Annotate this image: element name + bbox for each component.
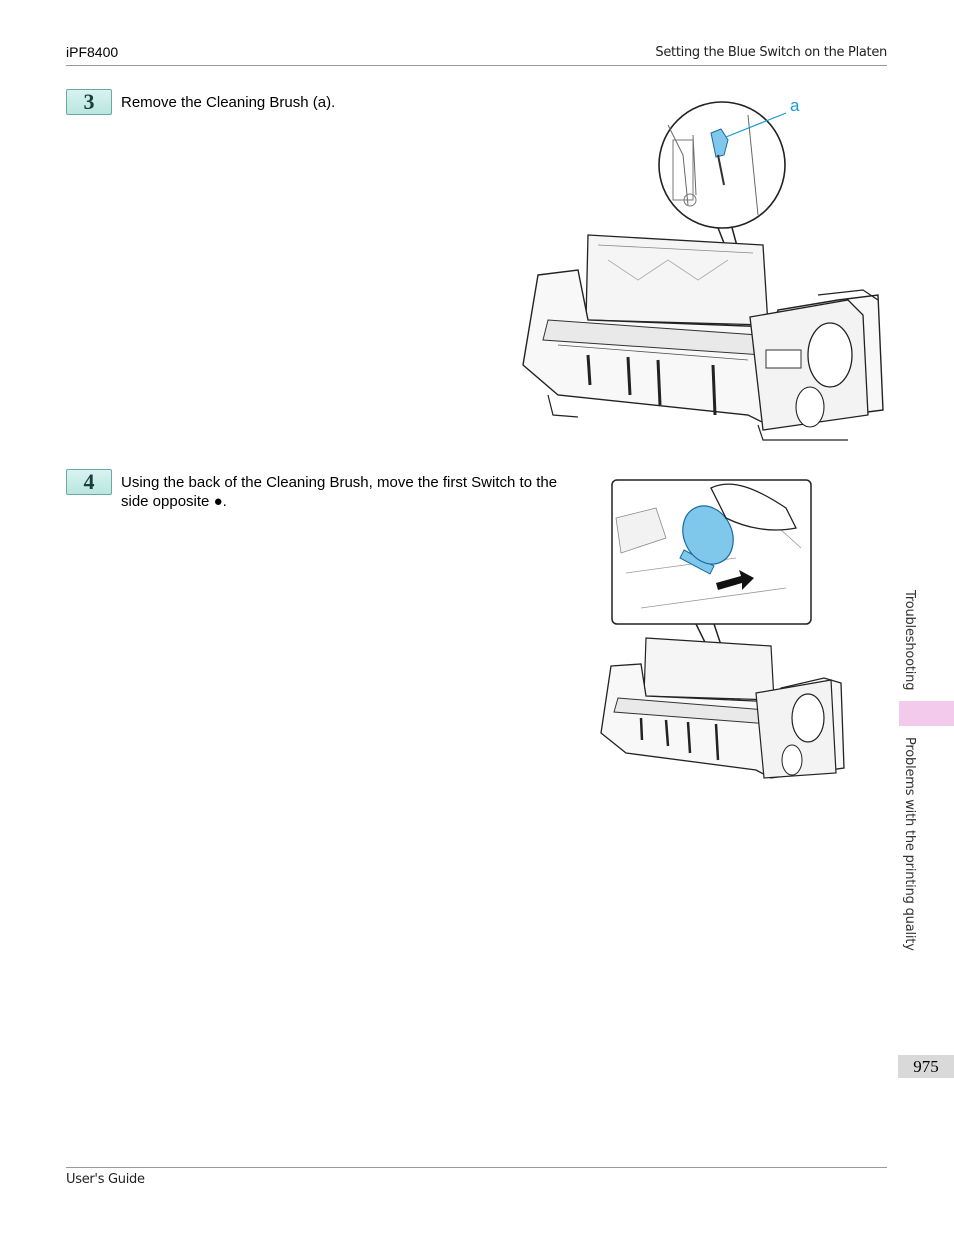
sidebar-active-marker — [899, 701, 954, 726]
footer-guide-name: User's Guide — [66, 1172, 145, 1187]
sidebar-tab-troubleshooting[interactable]: Troubleshooting — [902, 590, 917, 691]
page-number: 975 — [898, 1055, 954, 1078]
printer-cleaning-brush-illustration: a — [522, 96, 884, 441]
footer-divider — [66, 1167, 887, 1168]
step-4-badge: 4 — [66, 469, 112, 495]
header-product-name: iPF8400 — [66, 44, 119, 60]
step-4-text: Using the back of the Cleaning Brush, mo… — [121, 474, 558, 510]
sidebar-tab-printing-quality[interactable]: Problems with the printing quality — [902, 737, 917, 951]
step-3-badge: 3 — [66, 89, 112, 115]
header-divider — [66, 65, 887, 66]
header-section-title: Setting the Blue Switch on the Platen — [655, 45, 887, 60]
step-3-text: Remove the Cleaning Brush (a). — [121, 94, 336, 111]
platen-switch-illustration — [600, 479, 845, 779]
callout-label-a: a — [790, 96, 800, 115]
